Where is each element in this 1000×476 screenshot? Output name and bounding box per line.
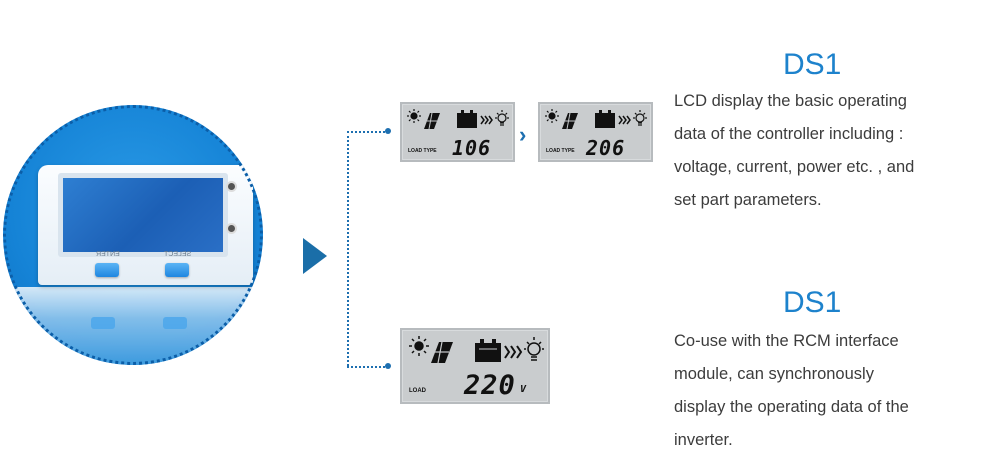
lcd-status-icons xyxy=(409,336,544,364)
flow-arrows-icon xyxy=(480,115,493,125)
description-line: Co-use with the RCM interface xyxy=(674,332,899,350)
description-line: inverter. xyxy=(674,431,733,449)
description-line: set part parameters. xyxy=(674,191,822,209)
solar-panel-icon xyxy=(562,112,578,130)
connector-node xyxy=(385,363,391,369)
solar-panel-icon xyxy=(424,112,440,130)
lcd-status-icons xyxy=(545,109,647,130)
battery-icon xyxy=(457,110,477,128)
battery-icon xyxy=(595,110,615,128)
connector-node xyxy=(385,128,391,134)
lcd-panel-2: LOAD TYPE 206 xyxy=(538,102,653,162)
lcd-panel-1: LOAD TYPE 106 xyxy=(400,102,515,162)
description-line: display the operating data of the xyxy=(674,398,909,416)
lcd-value: 220 xyxy=(464,370,516,401)
connector-vertical xyxy=(347,131,349,366)
description-line: voltage, current, power etc. , and xyxy=(674,158,915,176)
sun-icon xyxy=(409,336,429,356)
bulb-icon xyxy=(495,110,509,126)
play-arrow-icon xyxy=(303,238,327,274)
description-line: module, can synchronously xyxy=(674,365,874,383)
controller-device-image: ENTER SELECT xyxy=(3,105,263,365)
description-line: data of the controller including : xyxy=(674,125,904,143)
lcd-value: 206 xyxy=(586,136,626,160)
section-2-description: Co-use with the RCM interface module, ca… xyxy=(674,325,974,457)
section-1-title: DS1 xyxy=(783,48,842,81)
lcd-label: LOAD xyxy=(409,388,426,394)
section-2-title: DS1 xyxy=(783,286,842,319)
flow-arrows-icon xyxy=(504,345,523,359)
chevron-right-icon: › xyxy=(519,122,527,147)
battery-icon xyxy=(475,339,501,362)
lcd-label: LOAD TYPE xyxy=(408,148,437,154)
sun-icon xyxy=(407,109,421,123)
solar-panel-icon xyxy=(431,341,453,364)
lcd-panel-3: LOAD 220 V xyxy=(400,328,550,404)
section-1-description: LCD display the basic operating data of … xyxy=(674,85,974,217)
lcd-unit: V xyxy=(520,384,528,395)
bulb-icon xyxy=(524,337,544,361)
dotted-ring xyxy=(3,105,263,365)
lcd-label: LOAD TYPE xyxy=(546,148,575,154)
description-line: LCD display the basic operating xyxy=(674,92,907,110)
sun-icon xyxy=(545,109,559,123)
lcd-value: 106 xyxy=(452,136,492,160)
connector-bottom xyxy=(347,366,385,368)
connector-top xyxy=(347,131,385,133)
bulb-icon xyxy=(633,110,647,126)
lcd-status-icons xyxy=(407,109,509,130)
flow-arrows-icon xyxy=(618,115,631,125)
